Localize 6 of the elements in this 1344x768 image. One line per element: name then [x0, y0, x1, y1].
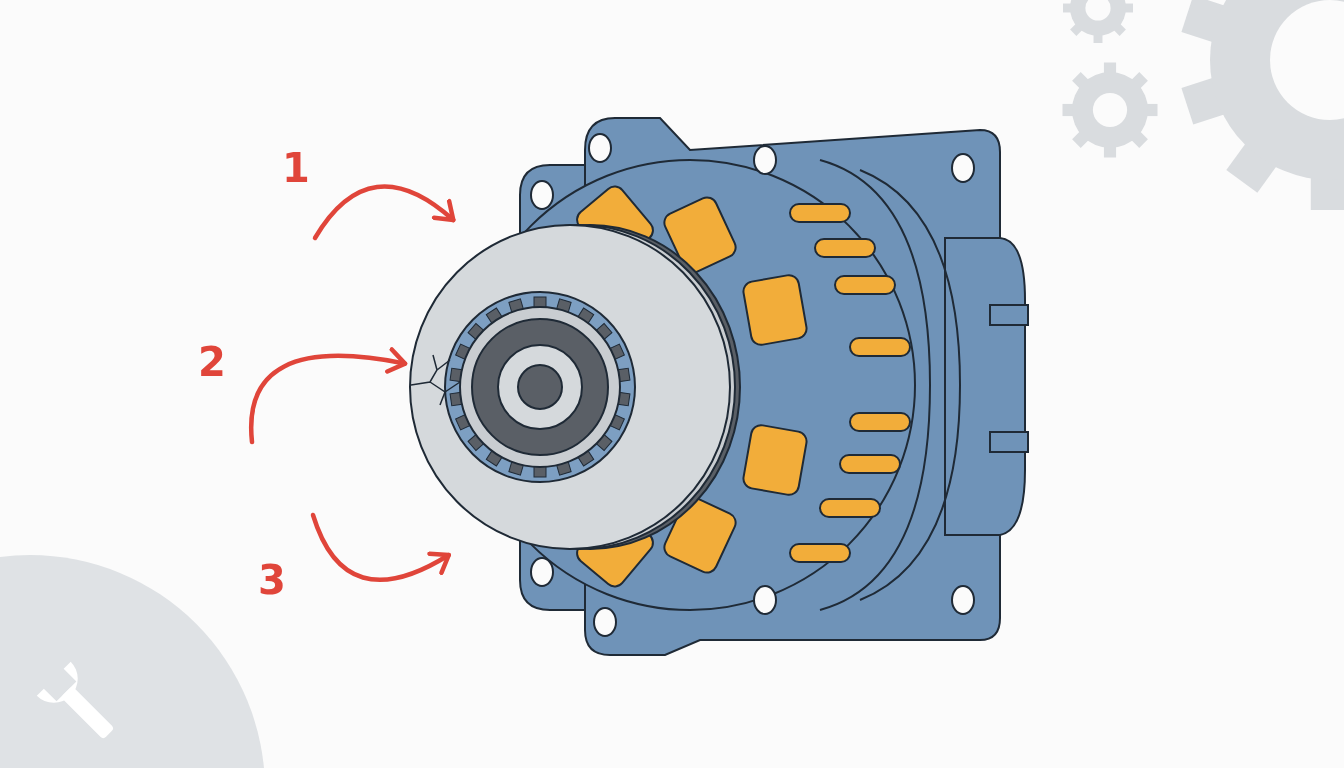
callout-number: 2: [198, 342, 226, 382]
curved-arrow: [312, 184, 456, 241]
curved-arrow: [310, 512, 452, 582]
curved-arrow: [249, 347, 408, 445]
callout-number: 1: [282, 148, 310, 188]
callout-number: 3: [258, 560, 286, 600]
